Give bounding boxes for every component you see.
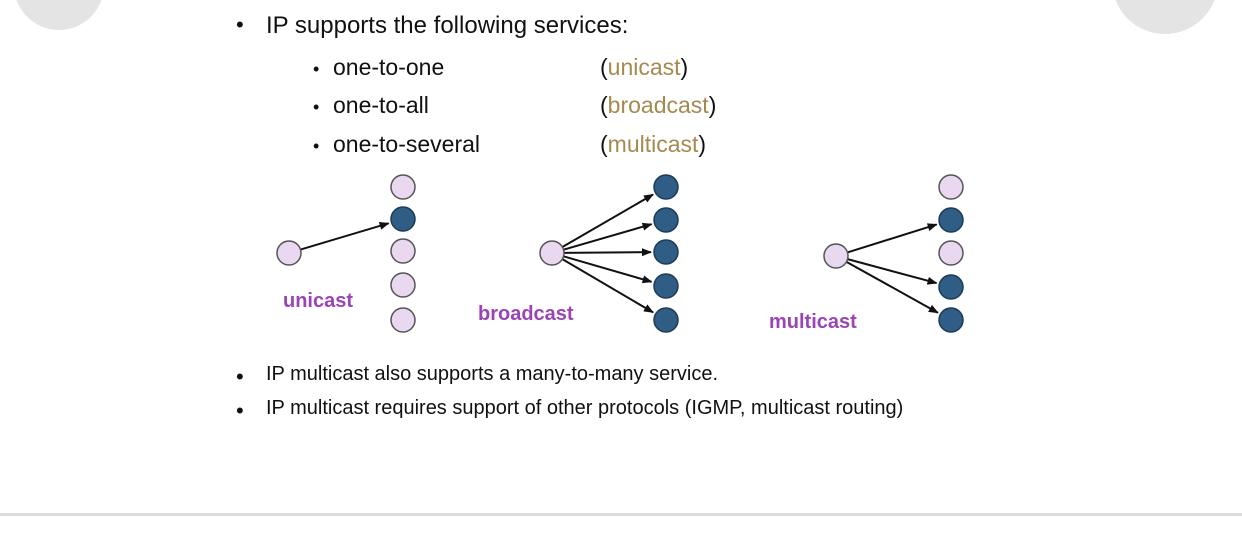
broadcast-label: broadcast [478, 303, 574, 325]
unicast-label: unicast [283, 290, 353, 312]
multicast-arrow [845, 260, 939, 314]
broadcast-receiver-node [653, 207, 679, 233]
unicast-source-node [276, 240, 302, 266]
broadcast-receiver-node [653, 174, 679, 200]
bullet-icon: • [236, 398, 244, 423]
bullet-icon: • [313, 136, 320, 156]
note-text: IP multicast requires support of other p… [266, 397, 904, 419]
unicast-arrow [300, 222, 390, 251]
multicast-receiver-node [938, 174, 964, 200]
broadcast-source-node [539, 240, 565, 266]
bullet-icon: • [313, 59, 320, 79]
service-keyword: (unicast) [600, 54, 689, 80]
intro-text: IP supports the following services: [266, 12, 629, 39]
multicast-receiver-node [938, 307, 964, 333]
multicast-source-node [823, 243, 849, 269]
multicast-arrows [845, 223, 939, 314]
broadcast-arrow [563, 222, 653, 251]
unicast-arrows [300, 222, 390, 251]
unicast-receiver-node [390, 238, 416, 264]
note-text: IP multicast also supports a many-to-man… [266, 363, 719, 385]
service-keyword: (broadcast) [600, 92, 717, 118]
service-kind: one-to-all [333, 92, 429, 118]
bullet-icon: • [236, 12, 244, 37]
multicast-receiver-node [938, 240, 964, 266]
broadcast-arrow [561, 258, 654, 314]
unicast-receiver-node [390, 206, 416, 232]
broadcast-arrow [563, 255, 653, 284]
unicast-receiver-node [390, 307, 416, 333]
multicast-label: multicast [769, 311, 857, 333]
service-keyword: (multicast) [600, 131, 707, 157]
broadcast-arrow [563, 248, 653, 257]
broadcast-arrows [561, 193, 654, 314]
service-kind: one-to-several [333, 131, 481, 157]
multicast-arrow [847, 223, 938, 254]
multicast-receiver-node [938, 274, 964, 300]
multicast-arrow [847, 258, 938, 285]
broadcast-receiver-node [653, 239, 679, 265]
broadcast-arrow [561, 193, 654, 248]
service-kind: one-to-one [333, 54, 445, 80]
bullet-icon: • [236, 364, 244, 389]
multicast-receiver-node [938, 207, 964, 233]
bullet-icon: • [313, 97, 320, 117]
unicast-receiver-node [390, 272, 416, 298]
broadcast-receiver-node [653, 273, 679, 299]
broadcast-receiver-node [653, 307, 679, 333]
divider [0, 513, 1242, 516]
unicast-receiver-node [390, 174, 416, 200]
